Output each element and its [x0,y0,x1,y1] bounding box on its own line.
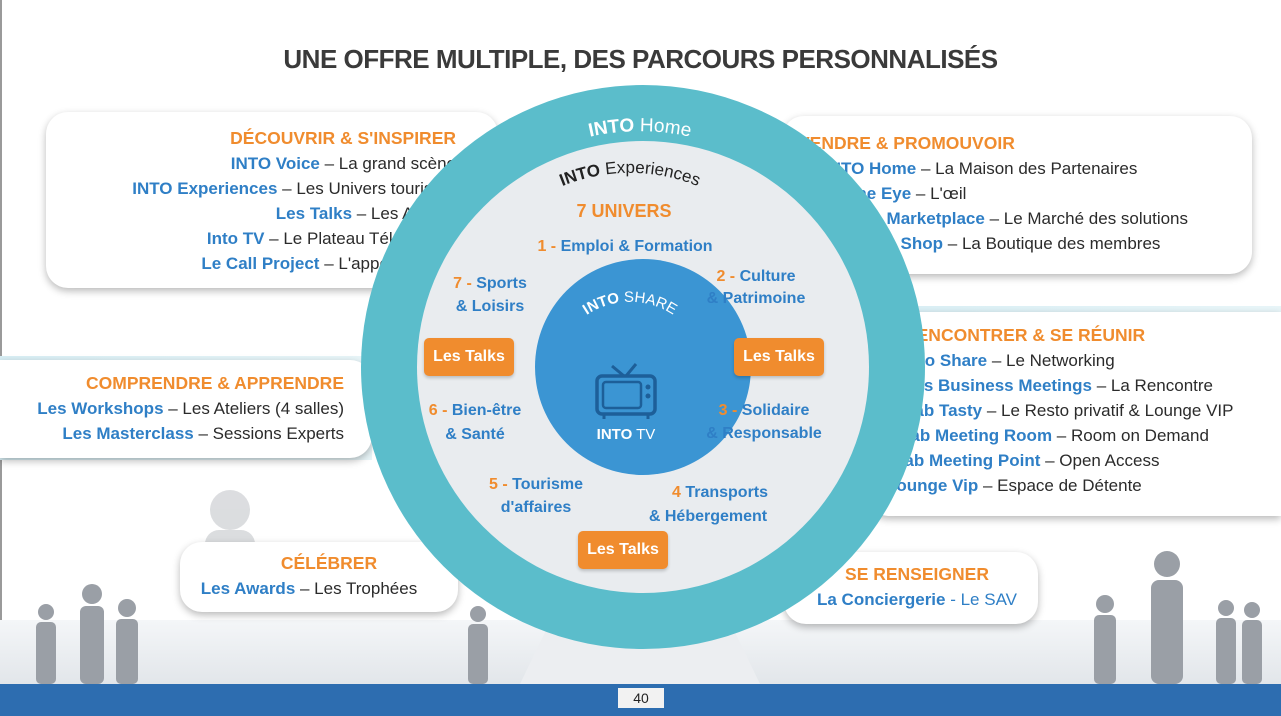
panel-line: INTO Home – La Maison des Partenaires [824,159,1138,178]
panel-line: INTO Voice – La grand scène [230,154,456,173]
sector-2-line2: & Patrimoine [707,290,806,307]
panel-line: Les Business Meetings – La Rencontre [904,376,1213,395]
sector-6: 6 - Bien-être [429,402,522,419]
panel-heading: RENCONTRER & SE RÉUNIR [904,325,1146,345]
sector-7: 7 - Sports [453,275,527,292]
panel-line: Les Masterclass – Sessions Experts [62,424,344,443]
tv-icon [595,363,657,419]
sector-4: 4 Transports [672,484,768,501]
label-into-tv: INTO TV [597,426,656,443]
core-into-share [535,259,751,475]
page-number: 40 [618,688,664,708]
panel-heading: DÉCOUVRIR & S'INSPIRER [230,128,456,148]
panel-line: Les Awards – Les Trophées [200,579,418,598]
talks-badge-right: Les Talks [734,338,824,376]
silhouettes-left [36,584,488,684]
panel-line: Lab Tasty – Le Resto privatif & Lounge V… [904,401,1234,420]
sector-1: 1 - Emploi & Formation [537,238,712,255]
panel-comprendre: COMPRENDRE & APPRENDRE Les Workshops – L… [0,360,372,458]
sector-4-line2: & Hébergement [649,508,768,525]
panel-line: Lab Meeting Room – Room on Demand [900,426,1209,445]
talks-badge-bottom: Les Talks [578,531,668,569]
panel-line: La Conciergerie - Le SAV [817,590,1017,609]
panel-line: The Eye – L'œil [846,184,967,203]
panel-celebrer: CÉLÉBRER Les Awards – Les Trophées [180,542,458,612]
sector-3: 3 - Solidaire [719,402,810,419]
panel-line: Lab Meeting Point – Open Access [894,451,1160,470]
panel-rencontrer: RENCONTRER & SE RÉUNIR Into Share – Le N… [866,312,1281,516]
sector-6-line2: & Santé [445,426,505,443]
sector-5: 5 - Tourisme [489,476,583,493]
label-into-home: INTO Home [587,115,694,142]
page-title: UNE OFFRE MULTIPLE, DES PARCOURS PERSONN… [283,44,998,74]
panel-heading: VENDRE & PROMOUVOIR [798,133,1015,153]
panel-heading: CÉLÉBRER [280,553,378,573]
left-border [0,0,2,684]
panel-line: Les Workshops – Les Ateliers (4 salles) [37,399,344,418]
panel-decouvrir: DÉCOUVRIR & S'INSPIRER INTO Voice – La g… [46,112,498,288]
univers-title: 7 UNIVERS [576,201,671,221]
panel-line: Lounge Vip – Espace de Détente [886,476,1142,495]
panel-line: Le Marketplace – Le Marché des solutions [862,209,1189,228]
panel-line: INTO Experiences – Les Univers tourisme [132,179,456,198]
silhouettes-right [1094,551,1262,684]
talks-badge-left: Les Talks [424,338,514,376]
sector-3-line2: & Responsable [706,425,822,442]
panel-heading: SE RENSEIGNER [845,564,989,584]
panel-heading: COMPRENDRE & APPRENDRE [86,373,344,393]
sector-2: 2 - Culture [716,268,795,285]
sector-7-line2: & Loisirs [456,298,525,315]
sector-5-line2: d'affaires [501,499,572,516]
